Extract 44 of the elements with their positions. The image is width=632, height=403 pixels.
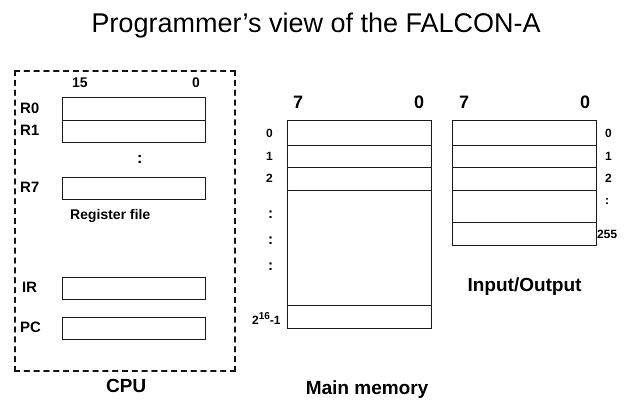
- bit-number: 7: [459, 92, 470, 113]
- bit-number: 7: [293, 92, 304, 113]
- register-name: R0: [20, 100, 40, 118]
- address-label: 1: [266, 148, 273, 165]
- register-name: R1: [20, 122, 40, 140]
- memory-cell: [452, 222, 597, 246]
- memory-cell: [287, 167, 432, 191]
- address-label: 2$^{16}$-1: [252, 310, 280, 329]
- memory-cell: [452, 120, 597, 146]
- register-box: [62, 120, 206, 143]
- section-title: Input/Output: [466, 275, 582, 297]
- register-name: R7: [20, 179, 40, 197]
- address-label: 0: [266, 125, 273, 142]
- register-box: [62, 97, 206, 121]
- bit-number: 0: [414, 92, 424, 113]
- address-label: 2: [605, 170, 612, 187]
- register-box: [62, 317, 206, 340]
- address-label: 0: [605, 125, 612, 142]
- ellipsis-mark: :: [137, 150, 142, 168]
- memory-cell: [287, 305, 432, 329]
- bit-number: 0: [192, 74, 200, 90]
- register-name: IR: [22, 279, 37, 297]
- memory-cell: [287, 190, 432, 306]
- bit-number: 0: [580, 92, 590, 113]
- section-title: CPU: [104, 376, 148, 398]
- ellipsis-mark: :: [268, 205, 273, 222]
- address-label: 2: [266, 170, 273, 187]
- memory-cell: [452, 145, 597, 168]
- memory-cell: [287, 145, 432, 168]
- address-label: :: [605, 192, 609, 209]
- bit-number: 15: [72, 74, 88, 90]
- register-box: [62, 277, 206, 300]
- address-label: 1: [605, 148, 612, 165]
- ellipsis-mark: :: [268, 257, 273, 274]
- ellipsis-mark: :: [268, 231, 273, 248]
- diagram-title: Programmer’s view of the FALCON-A: [90, 8, 542, 39]
- group-caption: Register file: [70, 206, 150, 222]
- memory-cell: [452, 167, 597, 191]
- address-label: 255: [597, 226, 618, 243]
- register-name: PC: [20, 319, 41, 337]
- register-box: [62, 177, 206, 200]
- memory-cell: [452, 190, 597, 223]
- section-title: Main memory: [304, 378, 430, 400]
- memory-cell: [287, 120, 432, 146]
